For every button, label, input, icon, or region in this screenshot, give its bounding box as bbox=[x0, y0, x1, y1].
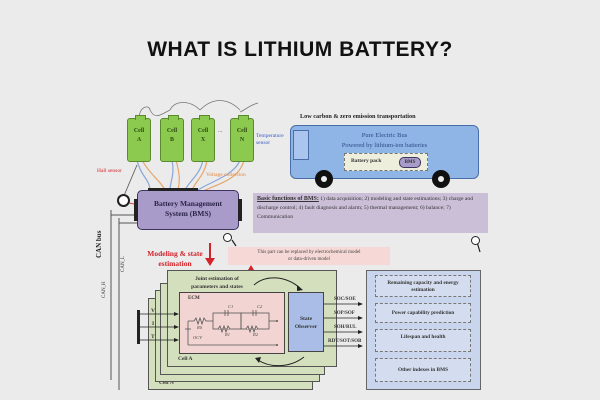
input-voltage-label: V bbox=[151, 308, 155, 314]
bms-badge: BMS bbox=[399, 157, 421, 168]
cells-ellipsis: ... bbox=[218, 128, 223, 134]
bus-wheel-front bbox=[315, 170, 333, 188]
r2-label: R2 bbox=[253, 332, 258, 337]
observer-line2: Observer bbox=[294, 324, 318, 330]
outputs-panel: Remaining capacity and energy estimation… bbox=[366, 270, 481, 390]
modeling-line2: estimation bbox=[158, 259, 192, 268]
bms-connector-left bbox=[134, 199, 138, 221]
signal-sop-sof: SOP/SOF bbox=[334, 311, 355, 316]
observer-line1: State bbox=[299, 316, 313, 322]
basic-functions-heading: Basic functions of BMS: bbox=[257, 196, 319, 202]
output-remaining-capacity: Remaining capacity and energy estimation bbox=[375, 275, 471, 297]
cell-id: N bbox=[239, 137, 245, 143]
output-lifespan-health: Lifespan and health bbox=[375, 329, 471, 352]
replace-note-line2: or data-driven model bbox=[288, 257, 330, 262]
bms-connector-top bbox=[148, 188, 198, 191]
cell-label: Cell bbox=[166, 128, 178, 134]
bus-subtitle: Powered by lithium-ion batteries bbox=[341, 142, 428, 149]
c2-label: C2 bbox=[257, 304, 263, 309]
battery-pack-label: Battery pack bbox=[351, 158, 382, 164]
signal-rdt-sot-sob: RDT/SOT/SOB bbox=[328, 339, 362, 344]
ecm-circuit bbox=[185, 310, 278, 346]
cell-id: X bbox=[200, 137, 206, 143]
cell-label: Cell bbox=[133, 128, 145, 134]
battery-cell-a: Cell A bbox=[127, 115, 151, 162]
state-observer: State Observer bbox=[288, 292, 324, 352]
bms-box: Battery Management System (BMS) bbox=[134, 188, 242, 230]
cell-id: A bbox=[136, 137, 142, 143]
battery-pack: Battery pack BMS bbox=[344, 153, 428, 171]
replace-note-line1: This part can be replaced by electrochem… bbox=[257, 250, 361, 255]
can-h-label: CAN_H bbox=[102, 281, 107, 298]
cell-a-label: Cell A bbox=[178, 356, 193, 362]
can-l-label: CAN_L bbox=[121, 255, 126, 272]
basic-functions-text: 1) data acquisition; 2) modeling and sta… bbox=[257, 196, 473, 220]
joint-line1: Joint estimation of bbox=[195, 276, 239, 282]
voltage-collection-label: Voltage collection bbox=[206, 172, 246, 178]
magnifier-icon bbox=[223, 233, 232, 242]
cell-label: Cell bbox=[197, 128, 209, 134]
bms-connector-right bbox=[238, 199, 242, 221]
ocv-label: OCV bbox=[193, 335, 202, 340]
cell-id: B bbox=[169, 137, 174, 143]
magnifier-icon bbox=[471, 236, 480, 245]
battery-cell-b: Cell B bbox=[160, 115, 184, 162]
replace-model-note: This part can be replaced by electrochem… bbox=[228, 247, 390, 265]
bms-basic-functions: Basic functions of BMS: 1) data acquisit… bbox=[253, 193, 488, 233]
input-current-label: I bbox=[152, 321, 155, 327]
battery-cell-n: Cell N bbox=[230, 115, 254, 162]
cell-label: Cell bbox=[236, 128, 248, 134]
c1-label: C1 bbox=[228, 304, 234, 309]
r0-label: R0 bbox=[197, 325, 202, 330]
bus-heading: Low carbon & zero emission transportatio… bbox=[300, 113, 416, 120]
battery-cell-x: Cell X bbox=[191, 115, 215, 162]
bus-window bbox=[293, 130, 309, 160]
signal-soh-rul: SOH/RUL bbox=[334, 325, 357, 330]
bus-title: Pure Electric Bus bbox=[361, 132, 408, 139]
modeling-line1: Modeling & state bbox=[147, 249, 203, 258]
ecm-label: ECM bbox=[188, 296, 200, 301]
output-other-indexes: Other indexes in BMS bbox=[375, 358, 471, 382]
hall-sensor-label: Hall sensor bbox=[97, 168, 122, 174]
output-power-capability: Power capability prediction bbox=[375, 303, 471, 323]
can-bus-label: CAN bus bbox=[95, 230, 103, 258]
temperature-sensor-label: Temperature sensor bbox=[256, 133, 284, 146]
r1-label: R1 bbox=[225, 332, 230, 337]
slide-title: WHAT IS LITHIUM BATTERY? bbox=[147, 38, 453, 61]
ecm-box: ECM R0 R1 R2 C1 C2 OCV bbox=[179, 292, 285, 354]
signal-soc-soe: SOC/SOE bbox=[334, 297, 356, 302]
joint-estimation-label: Joint estimation of parameters and state… bbox=[172, 275, 262, 291]
bms-title-line1: Battery Management bbox=[153, 199, 223, 208]
modeling-label: Modeling & state estimation bbox=[135, 249, 215, 269]
joint-line2: parameters and states bbox=[191, 284, 243, 290]
input-temperature-label: T bbox=[151, 334, 155, 340]
bus-wheel-rear bbox=[432, 170, 450, 188]
hall-sensor-icon bbox=[117, 194, 130, 207]
cell-n-label: Cell N bbox=[159, 380, 174, 386]
bms-title-line2: System (BMS) bbox=[164, 209, 212, 218]
